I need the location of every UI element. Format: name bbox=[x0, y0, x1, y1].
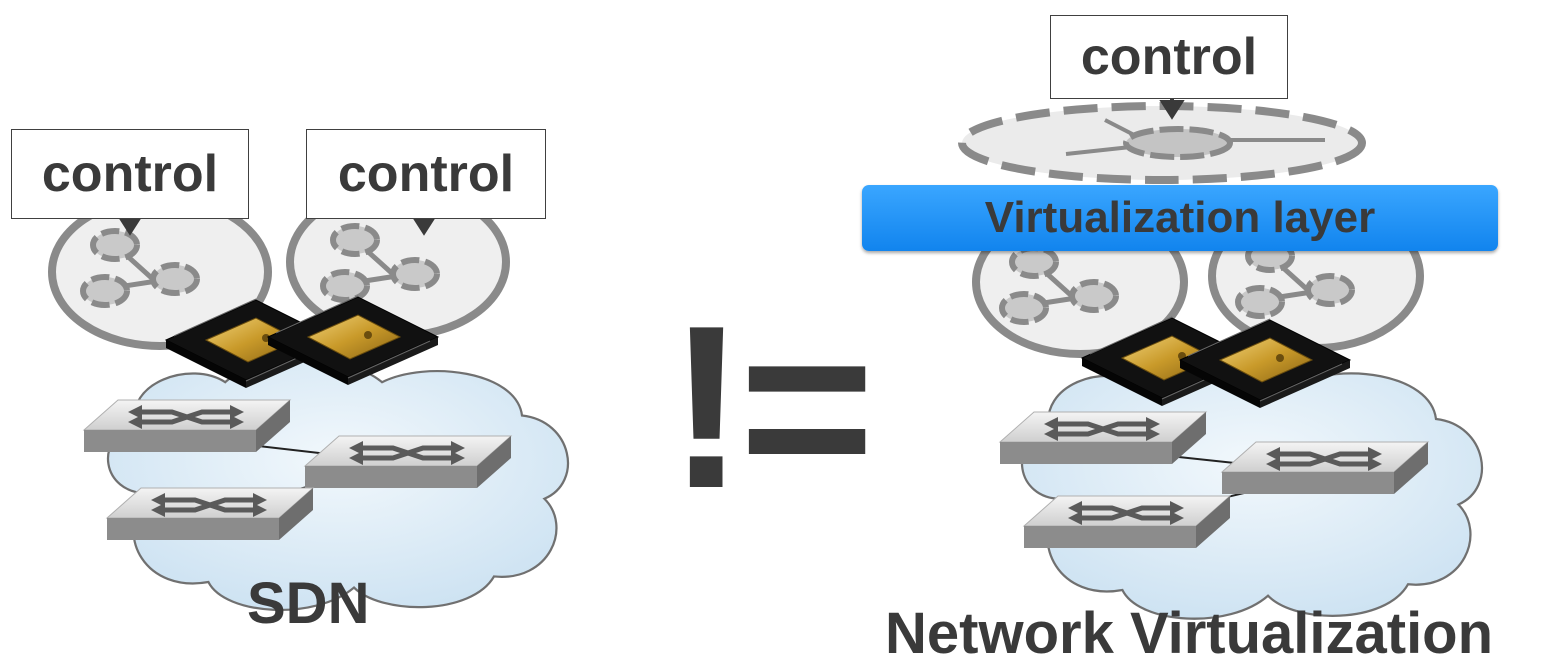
not-equal-operator: != bbox=[668, 278, 875, 537]
nv-switch-icon-3 bbox=[1024, 496, 1230, 548]
nv-switch-icon-1 bbox=[1000, 412, 1206, 464]
sdn-control-label-1: control bbox=[11, 129, 249, 219]
nv-virtual-network-icon-top bbox=[958, 102, 1366, 184]
virtualization-layer-bar: Virtualization layer bbox=[862, 185, 1498, 251]
sdn-switch-icon-2 bbox=[305, 436, 511, 488]
sdn-caption: SDN bbox=[247, 571, 370, 636]
sdn-switch-icon-1 bbox=[84, 400, 290, 452]
sdn-control-text-1: control bbox=[41, 145, 219, 203]
sdn-control-label-2: control bbox=[306, 129, 546, 219]
nv-control-text: control bbox=[1080, 28, 1258, 86]
nv-control-label: control bbox=[1050, 15, 1288, 99]
sdn-control-text-2: control bbox=[337, 145, 515, 203]
virtualization-layer-label: Virtualization layer bbox=[984, 193, 1376, 242]
nv-caption: Network Virtualization bbox=[885, 601, 1494, 666]
sdn-switch-icon-3 bbox=[107, 488, 313, 540]
nv-switch-icon-2 bbox=[1222, 442, 1428, 494]
